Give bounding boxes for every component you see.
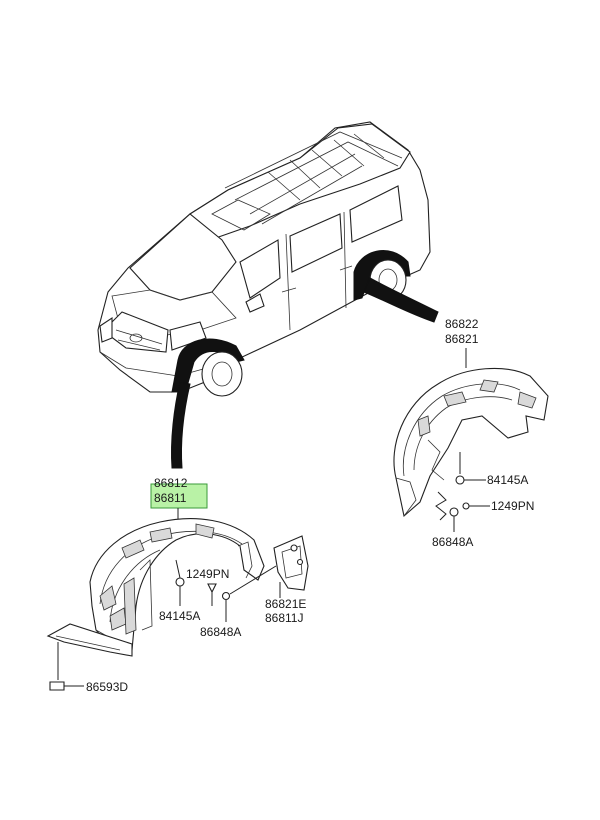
front-wheel-liner: [89, 518, 265, 651]
highlight-box: [150, 483, 208, 509]
rear-screw-label: 1249PN: [491, 499, 534, 513]
rear-liner-label-86822: 86822: [445, 317, 479, 331]
front-nut-icon: [175, 577, 185, 587]
mud-flap-label-86821E: 86821E: [265, 597, 306, 611]
rear-wheel-liner: [393, 367, 549, 518]
front-nut-label: 84145A: [159, 609, 200, 623]
front-screw-label: 1249PN: [186, 567, 229, 581]
bottom-clip-icon: [49, 681, 65, 691]
rear-pointer-arrow: [363, 277, 439, 323]
van-illustration: [97, 121, 431, 397]
rear-clip-icon: [449, 507, 459, 517]
front-clip-icon: [221, 591, 231, 601]
rear-liner-label-86821: 86821: [445, 332, 479, 346]
front-screw-icon: [207, 583, 217, 594]
rear-screw-icon: [462, 502, 470, 510]
front-liner-label-86811: 86811: [154, 491, 187, 505]
mud-flap-label-86811J: 86811J: [265, 611, 303, 625]
rear-nut-label: 84145A: [487, 473, 528, 487]
front-liner-label-86812: 86812: [154, 476, 188, 490]
bottom-clip-label: 86593D: [86, 680, 128, 694]
front-pointer-arrow: [170, 381, 191, 469]
front-clip-label: 86848A: [200, 625, 241, 639]
rear-nut-icon: [455, 475, 465, 485]
mud-flap: [273, 535, 309, 591]
rear-clip-label: 86848A: [432, 535, 473, 549]
